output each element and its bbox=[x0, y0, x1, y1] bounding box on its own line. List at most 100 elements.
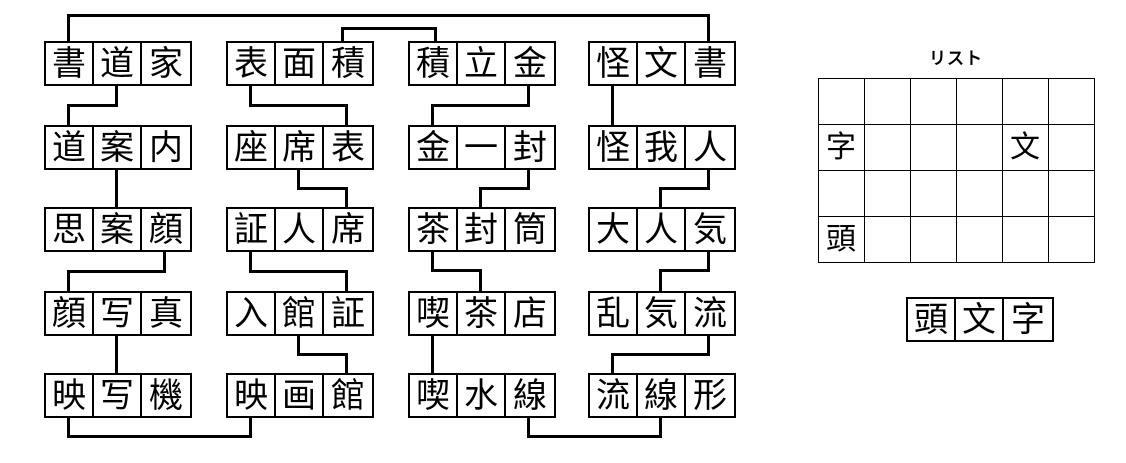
kanji-cell[interactable]: 証 bbox=[228, 209, 276, 250]
word-block[interactable]: 積 立 金 bbox=[408, 41, 556, 86]
kanji-cell[interactable]: 真 bbox=[149, 293, 183, 334]
kanji-cell[interactable]: 館 bbox=[331, 375, 365, 416]
kanji-cell[interactable]: 怪 bbox=[590, 127, 638, 168]
kanji-cell[interactable]: 文 bbox=[638, 43, 686, 84]
word-block[interactable]: 座 席 表 bbox=[226, 125, 374, 170]
word-block[interactable]: 金 一 封 bbox=[408, 125, 556, 170]
kanji-cell[interactable]: 顔 bbox=[149, 209, 183, 250]
grid-cell[interactable] bbox=[1001, 78, 1049, 125]
word-block[interactable]: 書 道 家 bbox=[44, 41, 192, 86]
grid-cell[interactable] bbox=[955, 124, 1003, 171]
kanji-cell[interactable]: 機 bbox=[149, 375, 183, 416]
kanji-cell[interactable]: 形 bbox=[693, 375, 727, 416]
kanji-cell[interactable]: 顔 bbox=[46, 293, 94, 334]
word-block[interactable]: 入 館 証 bbox=[226, 291, 374, 336]
word-block[interactable]: 喫 水 線 bbox=[408, 373, 556, 418]
grid-cell[interactable] bbox=[955, 78, 1003, 125]
kanji-cell[interactable]: 道 bbox=[46, 127, 94, 168]
kanji-cell[interactable]: 思 bbox=[46, 209, 94, 250]
word-block[interactable]: 道 案 内 bbox=[44, 125, 192, 170]
word-block[interactable]: 乱 気 流 bbox=[588, 291, 736, 336]
kanji-cell[interactable]: 一 bbox=[458, 127, 506, 168]
kanji-cell[interactable]: 内 bbox=[149, 127, 183, 168]
grid-cell[interactable] bbox=[955, 170, 1003, 217]
kanji-cell[interactable]: 席 bbox=[331, 209, 365, 250]
kanji-cell[interactable]: 入 bbox=[228, 293, 276, 334]
kanji-cell[interactable]: 館 bbox=[276, 293, 324, 334]
kanji-cell[interactable]: 線 bbox=[638, 375, 686, 416]
kanji-cell[interactable]: 人 bbox=[638, 209, 686, 250]
kanji-cell[interactable]: 茶 bbox=[458, 293, 506, 334]
kanji-cell[interactable]: 流 bbox=[693, 293, 727, 334]
kanji-cell[interactable]: 大 bbox=[590, 209, 638, 250]
kanji-cell[interactable]: 人 bbox=[276, 209, 324, 250]
kanji-cell[interactable]: 乱 bbox=[590, 293, 638, 334]
kanji-cell[interactable]: 金 bbox=[513, 43, 547, 84]
grid-cell[interactable] bbox=[1047, 124, 1095, 171]
kanji-cell[interactable]: 水 bbox=[458, 375, 506, 416]
kanji-cell[interactable]: 立 bbox=[458, 43, 506, 84]
word-block[interactable]: 茶 封 筒 bbox=[408, 207, 556, 252]
grid-cell[interactable]: 頭 bbox=[817, 216, 865, 263]
kanji-cell[interactable]: 筒 bbox=[513, 209, 547, 250]
kanji-cell[interactable]: 表 bbox=[228, 43, 276, 84]
kanji-cell[interactable]: 人 bbox=[693, 127, 727, 168]
kanji-cell[interactable]: 案 bbox=[94, 127, 142, 168]
kanji-cell[interactable]: 喫 bbox=[410, 293, 458, 334]
grid-cell[interactable] bbox=[863, 170, 911, 217]
word-block[interactable]: 顔 写 真 bbox=[44, 291, 192, 336]
grid-cell[interactable] bbox=[909, 78, 957, 125]
word-block[interactable]: 怪 文 書 bbox=[588, 41, 736, 86]
word-block[interactable]: 証 人 席 bbox=[226, 207, 374, 252]
grid-cell[interactable] bbox=[1047, 78, 1095, 125]
kanji-cell[interactable]: 積 bbox=[331, 43, 365, 84]
word-block[interactable]: 流 線 形 bbox=[588, 373, 736, 418]
grid-cell[interactable] bbox=[817, 170, 865, 217]
grid-cell[interactable] bbox=[909, 216, 957, 263]
kanji-cell[interactable]: 頭 bbox=[908, 299, 956, 340]
word-block[interactable]: 大 人 気 bbox=[588, 207, 736, 252]
answer-grid[interactable]: 字 文 頭 bbox=[817, 78, 1095, 263]
kanji-cell[interactable]: 表 bbox=[331, 127, 365, 168]
kanji-cell[interactable]: 積 bbox=[410, 43, 458, 84]
grid-cell[interactable] bbox=[909, 124, 957, 171]
kanji-cell[interactable]: 写 bbox=[94, 375, 142, 416]
kanji-cell[interactable]: 面 bbox=[276, 43, 324, 84]
grid-cell[interactable]: 文 bbox=[1001, 124, 1049, 171]
word-block[interactable]: 表 面 積 bbox=[226, 41, 374, 86]
kanji-cell[interactable]: 映 bbox=[228, 375, 276, 416]
kanji-cell[interactable]: 気 bbox=[693, 209, 727, 250]
kanji-cell[interactable]: 気 bbox=[638, 293, 686, 334]
kanji-cell[interactable]: 画 bbox=[276, 375, 324, 416]
grid-cell[interactable] bbox=[863, 124, 911, 171]
word-block[interactable]: 映 画 館 bbox=[226, 373, 374, 418]
word-block[interactable]: 怪 我 人 bbox=[588, 125, 736, 170]
kanji-cell[interactable]: 道 bbox=[94, 43, 142, 84]
kanji-cell[interactable]: 映 bbox=[46, 375, 94, 416]
kanji-cell[interactable]: 店 bbox=[513, 293, 547, 334]
kanji-cell[interactable]: 証 bbox=[331, 293, 365, 334]
grid-cell[interactable] bbox=[863, 216, 911, 263]
grid-cell[interactable] bbox=[955, 216, 1003, 263]
word-block[interactable]: 思 案 顔 bbox=[44, 207, 192, 252]
grid-cell[interactable] bbox=[1047, 216, 1095, 263]
kanji-cell[interactable]: 座 bbox=[228, 127, 276, 168]
grid-cell[interactable] bbox=[909, 170, 957, 217]
kanji-cell[interactable]: 封 bbox=[513, 127, 547, 168]
kanji-cell[interactable]: 怪 bbox=[590, 43, 638, 84]
grid-cell[interactable] bbox=[1001, 170, 1049, 217]
grid-cell[interactable]: 字 bbox=[817, 124, 865, 171]
kanji-cell[interactable]: 書 bbox=[46, 43, 94, 84]
kanji-cell[interactable]: 線 bbox=[513, 375, 547, 416]
kanji-cell[interactable]: 金 bbox=[410, 127, 458, 168]
grid-cell[interactable] bbox=[817, 78, 865, 125]
word-block[interactable]: 喫 茶 店 bbox=[408, 291, 556, 336]
kanji-cell[interactable]: 写 bbox=[94, 293, 142, 334]
kanji-cell[interactable]: 文 bbox=[956, 299, 1004, 340]
kanji-cell[interactable]: 我 bbox=[638, 127, 686, 168]
grid-cell[interactable] bbox=[1001, 216, 1049, 263]
kanji-cell[interactable]: 書 bbox=[693, 43, 727, 84]
word-block[interactable]: 映 写 機 bbox=[44, 373, 192, 418]
kanji-cell[interactable]: 喫 bbox=[410, 375, 458, 416]
kanji-cell[interactable]: 字 bbox=[1011, 299, 1045, 340]
